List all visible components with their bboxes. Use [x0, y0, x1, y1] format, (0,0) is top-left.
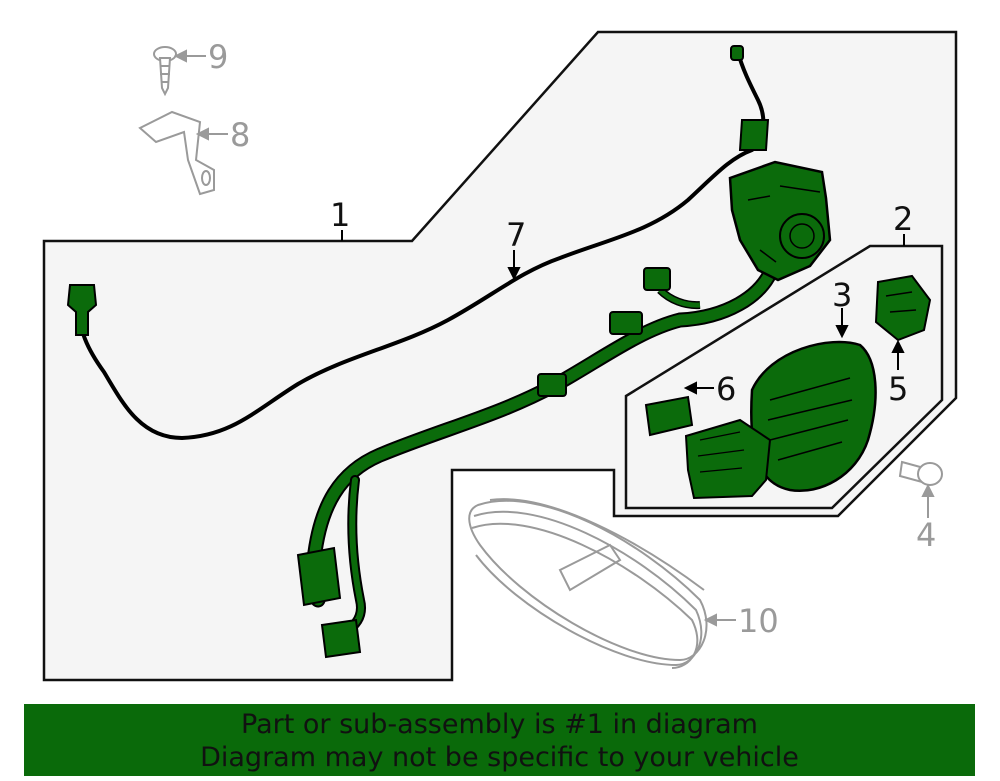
connector-c — [643, 267, 671, 291]
disclaimer-banner: Part or sub-assembly is #1 in diagram Di… — [24, 704, 975, 776]
bracket-8-icon — [138, 110, 215, 196]
parts-diagram: 1 2 3 5 6 7 4 8 9 10 — [42, 30, 958, 682]
banner-line-2: Diagram may not be specific to your vehi… — [200, 742, 799, 773]
callout-4: 4 — [916, 516, 936, 554]
leader-lines — [341, 230, 905, 395]
callout-5: 5 — [888, 370, 908, 408]
callout-10: 10 — [738, 602, 779, 640]
callout-2: 2 — [893, 200, 913, 238]
connector-d — [296, 546, 342, 607]
screw-9-icon — [153, 46, 177, 97]
callout-1: 1 — [330, 196, 350, 234]
label-6 — [644, 395, 694, 437]
callout-7: 7 — [506, 216, 526, 254]
connector-a — [609, 311, 643, 335]
bolt-4-icon — [898, 460, 943, 486]
callout-3: 3 — [832, 276, 852, 314]
callout-8: 8 — [230, 116, 250, 154]
cable-7-end-left — [66, 284, 98, 336]
cable-bundle-10-icon — [468, 498, 708, 669]
connector-e — [320, 618, 362, 659]
callout-9: 9 — [208, 38, 228, 76]
banner-line-1: Part or sub-assembly is #1 in diagram — [241, 709, 758, 740]
door-mechanism — [684, 418, 772, 500]
cable-7-clip — [738, 119, 770, 151]
charge-port-socket — [779, 213, 825, 259]
actuator-5 — [874, 274, 932, 342]
callout-6: 6 — [716, 370, 736, 408]
leader-lines-grey — [173, 49, 935, 627]
assembly-1-panel — [42, 30, 958, 682]
connector-b — [537, 373, 567, 397]
cable-7-end-top — [730, 45, 744, 61]
